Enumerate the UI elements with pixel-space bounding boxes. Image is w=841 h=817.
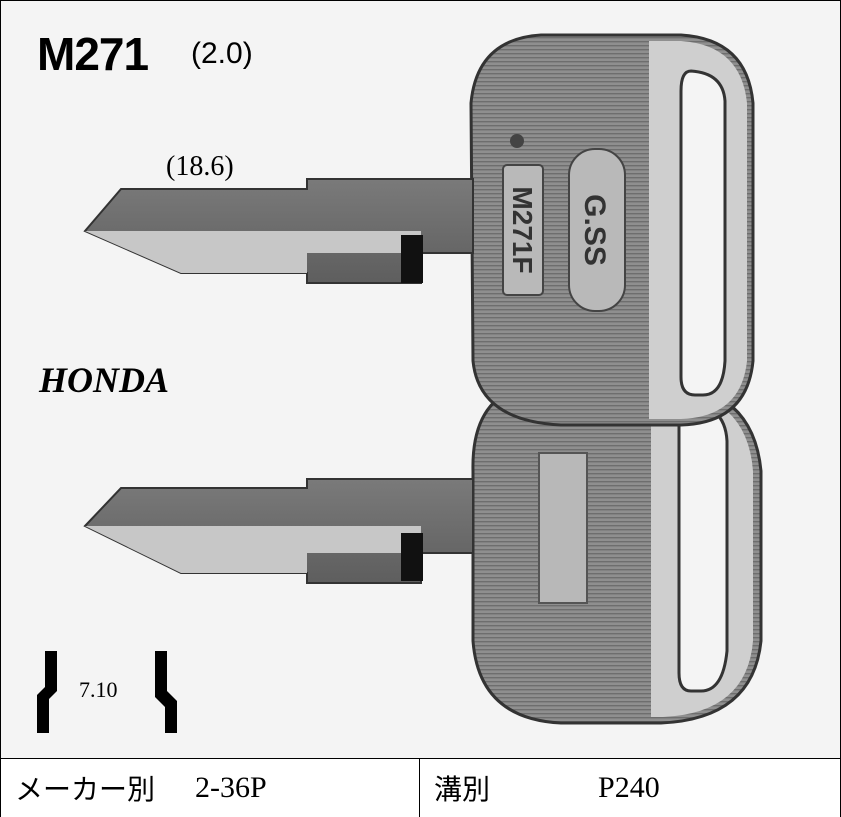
maker-category-value: 2-36P xyxy=(195,771,267,804)
brand-mark: G.SS xyxy=(578,194,611,266)
stamp-mark: M271F xyxy=(507,186,538,273)
model-number: M271 xyxy=(37,28,149,80)
key-back xyxy=(83,381,763,725)
groove-category-value: P240 xyxy=(598,771,660,804)
maker-name: HONDA xyxy=(39,360,170,400)
thickness-label: (2.0) xyxy=(191,37,253,70)
cut-spec: 7.10 xyxy=(79,677,118,702)
key-front: G.SS M271F xyxy=(83,33,755,427)
maker-category-label: メーカー別 xyxy=(15,773,156,806)
spec-footer: メーカー別 2-36P 溝別 P240 xyxy=(1,758,840,817)
maker-cell: メーカー別 2-36P xyxy=(1,759,420,817)
key-illustration: G.SS M271F xyxy=(37,33,763,733)
cut-profile-right xyxy=(155,651,177,733)
cut-profile-left xyxy=(37,651,57,733)
groove-cell: 溝別 P240 xyxy=(420,759,840,817)
groove-category-label: 溝別 xyxy=(434,773,491,806)
blade-length-label: (18.6) xyxy=(166,151,234,182)
